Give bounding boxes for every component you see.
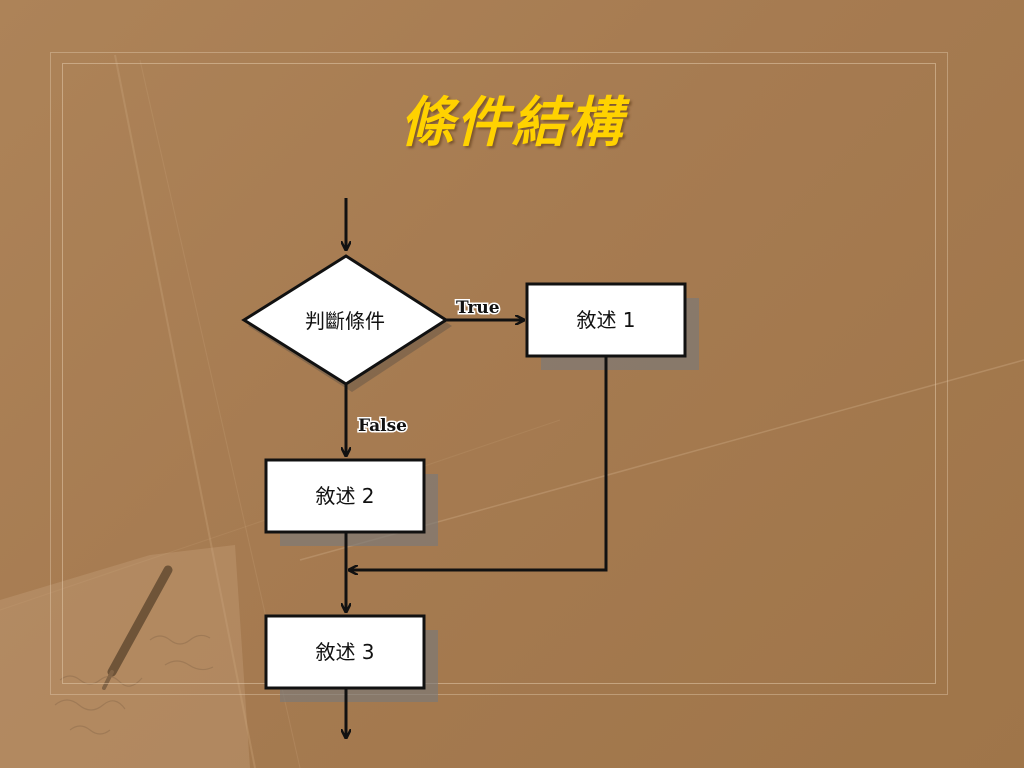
- statement-2-label: 敘述 2: [315, 484, 374, 508]
- decision-label: 判斷條件: [305, 309, 385, 333]
- statement-3-label: 敘述 3: [315, 640, 374, 664]
- statement-1-label: 敘述 1: [576, 308, 635, 332]
- slide-frame-inner: [62, 63, 936, 684]
- statement-2-node: 敘述 2: [264, 458, 438, 546]
- true-edge-label: True: [456, 298, 500, 318]
- false-edge-label: False: [358, 416, 407, 436]
- merge-edge: [349, 356, 608, 570]
- pen-icon: [102, 565, 173, 690]
- statement-3-node: 敘述 3: [264, 614, 438, 702]
- decision-node: 判斷條件: [241, 254, 452, 392]
- statement-1-node: 敘述 1: [525, 282, 699, 370]
- slide-frame-outer: [50, 52, 948, 695]
- handwriting-scribble: [54, 634, 214, 735]
- slide-title: 條件結構: [400, 90, 624, 154]
